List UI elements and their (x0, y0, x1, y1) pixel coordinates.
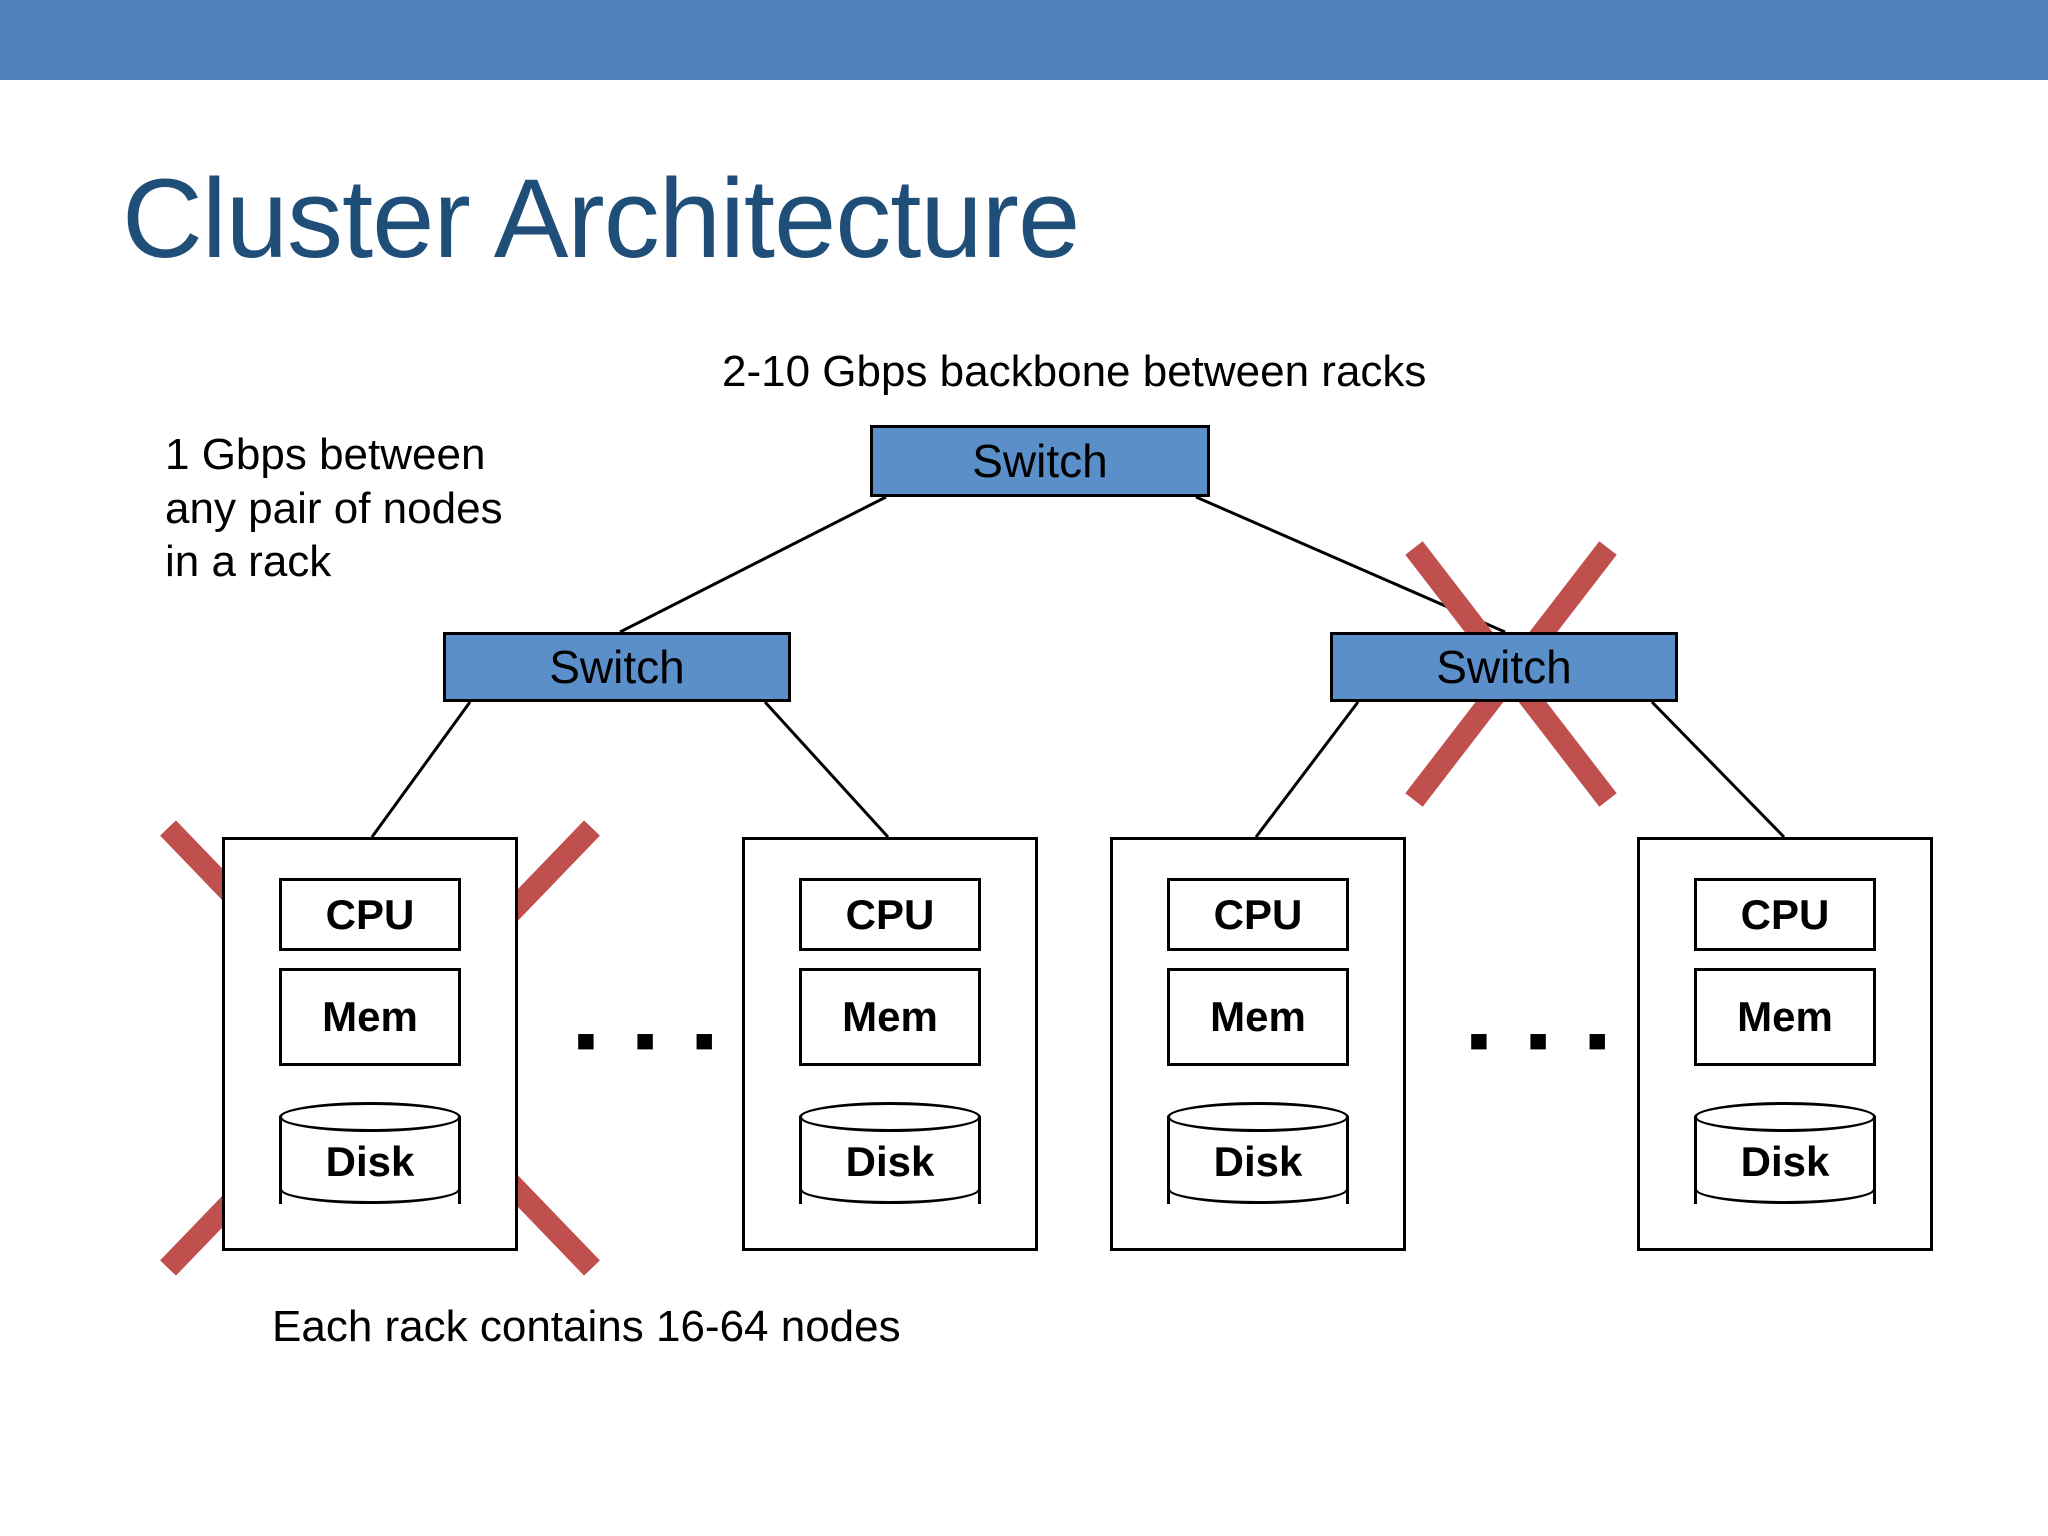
disk-cylinder: Disk (799, 1102, 981, 1217)
switch-rack-1[interactable]: Switch (443, 632, 791, 702)
edge-rack1-to-node1 (370, 701, 472, 838)
node-box[interactable]: CPU Mem Disk (1637, 837, 1933, 1251)
page-title: Cluster Architecture (122, 156, 1080, 281)
switch-rack-2[interactable]: Switch (1330, 632, 1678, 702)
ellipsis-rack-2: ▪ ▪ ▪ (1468, 1006, 1619, 1075)
ellipsis-rack-1: ▪ ▪ ▪ (575, 1006, 726, 1075)
edge-rack2-to-node3 (1254, 701, 1360, 838)
caption-backbone-bandwidth: 2-10 Gbps backbone between racks (722, 347, 1427, 396)
caption-rack-node-count: Each rack contains 16-64 nodes (272, 1302, 901, 1351)
disk-top-ellipse (279, 1102, 461, 1132)
mem-box: Mem (799, 968, 981, 1066)
disk-top-ellipse (1694, 1102, 1876, 1132)
mem-box: Mem (279, 968, 461, 1066)
edge-rack1-to-node2 (763, 700, 890, 839)
disk-top-ellipse (1167, 1102, 1349, 1132)
cpu-box: CPU (279, 878, 461, 951)
disk-label: Disk (845, 1138, 935, 1185)
cpu-box: CPU (1694, 878, 1876, 951)
node-box[interactable]: CPU Mem Disk (742, 837, 1038, 1251)
edge-rack2-to-node4 (1650, 700, 1786, 839)
mem-box: Mem (1694, 968, 1876, 1066)
node-box[interactable]: CPU Mem Disk (222, 837, 518, 1251)
header-accent-bar (0, 0, 2048, 80)
cpu-box: CPU (799, 878, 981, 951)
disk-label: Disk (1213, 1138, 1303, 1185)
disk-cylinder: Disk (279, 1102, 461, 1217)
disk-label: Disk (1740, 1138, 1830, 1185)
switch-root[interactable]: Switch (870, 425, 1210, 497)
disk-cylinder: Disk (1694, 1102, 1876, 1217)
disk-cylinder: Disk (1167, 1102, 1349, 1217)
caption-intra-rack-bandwidth: 1 Gbps between any pair of nodes in a ra… (165, 430, 503, 587)
node-box[interactable]: CPU Mem Disk (1110, 837, 1406, 1251)
mem-box: Mem (1167, 968, 1349, 1066)
edge-root-to-rack1 (619, 495, 887, 634)
disk-top-ellipse (799, 1102, 981, 1132)
disk-label: Disk (325, 1138, 415, 1185)
cpu-box: CPU (1167, 878, 1349, 951)
